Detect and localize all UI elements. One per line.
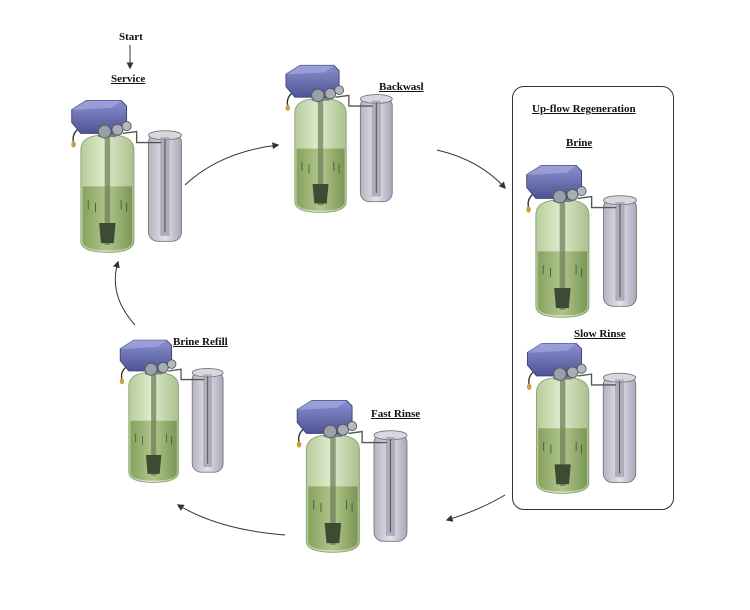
- arrow-fast-rinse-to-brine-refill: [176, 504, 286, 536]
- brine-refill-label: Brine Refill: [173, 336, 228, 348]
- brine-refill-unit: [119, 339, 224, 484]
- upflow-regeneration-label: Up-flow Regeneration: [532, 103, 636, 115]
- arrow-service-to-backwash: [184, 142, 280, 186]
- arrow-regeneration-to-fast-rinse: [445, 494, 506, 522]
- start-label: Start: [119, 31, 143, 43]
- arrow-backwash-to-brine: [436, 149, 506, 190]
- backwash-label: Backwasl: [379, 81, 424, 93]
- service-unit: [70, 99, 183, 254]
- fast-rinse-label: Fast Rinse: [371, 408, 421, 420]
- backwash-unit: [284, 64, 394, 214]
- arrow-brine-refill-to-service: [113, 260, 136, 326]
- service-label: Service: [111, 73, 146, 85]
- upflow-regeneration-group: [512, 86, 674, 510]
- fast-rinse-unit: [296, 399, 408, 554]
- brine-label: Brine: [566, 137, 593, 149]
- slow-rinse-label: Slow Rinse: [574, 328, 626, 340]
